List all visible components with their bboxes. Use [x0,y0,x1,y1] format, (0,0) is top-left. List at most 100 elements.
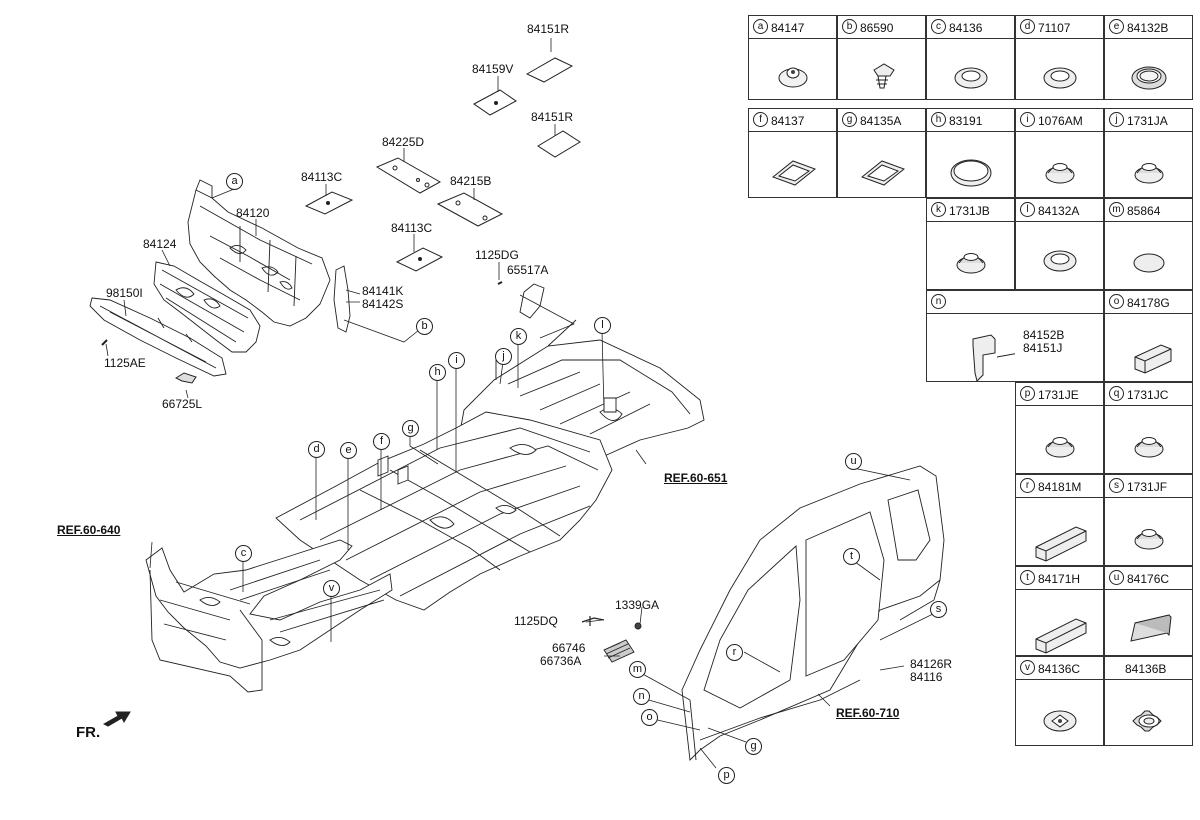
label-84126r: 84126R [910,657,953,671]
pad-84225d [375,157,442,194]
dome-plug-icon [1134,163,1164,184]
legend-letter: e [1109,19,1124,35]
body-side-panel [681,465,945,761]
label-84151r-mid: 84151R [531,110,574,124]
label-84215b: 84215B [450,174,492,188]
front-body [145,539,393,693]
disc-icon [1133,253,1165,273]
label-84120: 84120 [236,206,270,220]
legend-part-number: 84135A [860,113,902,128]
dash-panel-84120 [187,179,331,327]
callout-d: d [308,441,325,458]
legend-part-number: 1731JC [1127,387,1169,402]
flat-plug-icon [954,67,988,89]
legend-letter: r [1020,478,1035,494]
callout-k: k [510,328,527,345]
callout-r: r [726,644,743,661]
bolt-1125ae [101,339,108,346]
label-66725l: 66725L [162,397,203,411]
callout-n: n [633,688,650,705]
label-66746: 66746 [552,641,586,655]
legend-part-number: 84147 [771,20,805,35]
ref-60-651[interactable]: REF.60-651 [664,471,728,485]
label-1125dg: 1125DG [475,248,519,262]
callout-u: u [845,453,862,470]
block-icon [1134,344,1172,374]
pad-84151r-top [525,57,574,83]
legend-sub-label: 84152B [1023,328,1065,342]
label-84113c-a: 84113C [301,170,343,184]
label-65517a: 65517A [507,263,549,277]
legend-letter: q [1109,386,1124,402]
flat-plug-icon [1043,67,1077,89]
legend-letter: d [1020,19,1035,35]
label-84151r-top: 84151R [527,22,570,36]
callout-h: h [429,364,446,381]
rect-plug-icon [771,160,817,186]
label-84113c-b: 84113C [391,221,433,235]
legend-letter: m [1109,202,1124,218]
bracket-65517a [497,281,545,319]
legend-letter: f [753,112,768,128]
dash-insulator-84124 [153,261,261,353]
long-block-icon [1035,526,1087,562]
callout-l: l [594,317,611,334]
label-84116: 84116 [910,669,943,684]
ref-60-640[interactable]: REF.60-640 [57,523,121,537]
dome-plug-icon [1045,163,1075,184]
callout-m: m [629,661,646,678]
fasteners-lower [581,616,642,663]
callout-j: j [495,348,512,365]
legend-part-number: 1731JA [1127,113,1168,128]
legend-letter: u [1109,570,1124,586]
pad-84215b [436,192,504,227]
legend-part-number: 84132B [1127,20,1169,35]
callout-o: o [641,709,658,726]
grommet-spiky-icon [1132,710,1162,732]
callout-g2: g [745,738,762,755]
ring-plug-icon [1131,66,1167,90]
rect-plug-icon [860,160,906,186]
legend-letter: n [931,294,946,310]
pad-84113c-a [304,191,354,215]
label-84141k: 84141K [362,284,404,298]
fr-arrow [102,711,131,727]
callout-i: i [448,352,465,369]
legend-part-number: 1731JE [1038,387,1079,402]
fir-tree-clip-icon [873,63,895,89]
dome-plug-icon [956,253,986,274]
callout-p: p [718,767,735,784]
dome-plug-icon [1134,529,1164,550]
ref-60-710[interactable]: REF.60-710 [836,706,900,720]
legend-part-number: 84176C [1127,571,1170,586]
label-84225d: 84225D [382,135,425,149]
square-pad-icon [1130,614,1172,642]
legend-letter: l [1020,202,1035,218]
legend-part-number: 86590 [860,20,894,35]
legend-sub-label: 84151J [1023,340,1063,355]
legend-letter: t [1020,570,1035,586]
legend-cell-extra-84136B: 84136B [1104,656,1193,746]
